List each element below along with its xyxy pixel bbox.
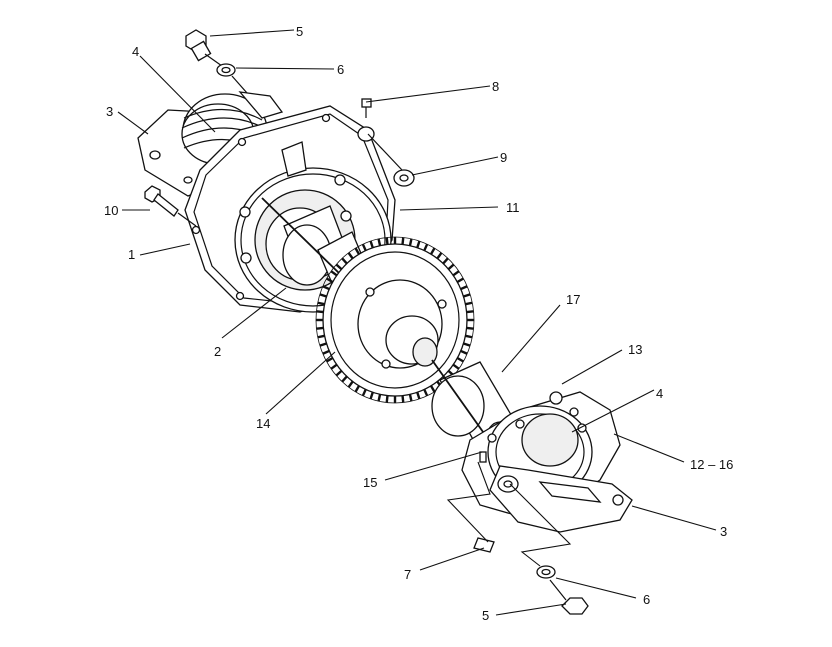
gear-tooth — [341, 257, 348, 265]
gear-tooth — [401, 395, 405, 403]
gear-tooth — [416, 391, 421, 400]
gear-tooth — [460, 349, 468, 355]
callout-17: 17 — [566, 292, 580, 307]
callout-6-top: 6 — [337, 62, 344, 77]
gear-tooth — [423, 243, 429, 252]
gear-tooth — [466, 310, 474, 314]
gear-tooth — [466, 326, 474, 330]
gear-tooth — [335, 263, 343, 271]
gear-tooth — [341, 375, 348, 383]
gear-tooth — [322, 349, 330, 355]
callout-1: 1 — [128, 247, 135, 262]
callout-9: 9 — [500, 150, 507, 165]
stud-7 — [446, 461, 495, 553]
callout-4-right: 4 — [656, 386, 663, 401]
gear-tooth — [465, 301, 473, 306]
callout-3-right: 3 — [720, 524, 727, 539]
gear-tooth — [377, 394, 382, 402]
gear-tooth — [330, 363, 338, 370]
pin-8 — [361, 98, 372, 118]
stud-15 — [479, 451, 487, 463]
gear-tooth — [317, 334, 325, 339]
gear-tooth — [361, 243, 367, 252]
callout-11: 11 — [506, 200, 520, 215]
leader-lines — [117, 29, 717, 616]
gear-tooth — [322, 285, 330, 291]
gear-tooth — [316, 326, 324, 330]
bolt-10 — [144, 185, 197, 227]
gear-tooth — [330, 270, 338, 277]
gear-tooth — [354, 385, 361, 393]
gear-tooth — [408, 394, 413, 402]
gear-tooth — [416, 240, 421, 249]
gear-tooth — [401, 237, 405, 245]
bolt-5-bottom — [549, 579, 589, 615]
gear-tooth — [460, 285, 468, 291]
gear-tooth — [447, 263, 455, 271]
callout-2: 2 — [214, 344, 221, 359]
gear-tooth — [335, 369, 343, 377]
gear-14 — [315, 236, 475, 404]
gear-tooth — [385, 237, 389, 245]
gear-tooth — [463, 342, 471, 347]
gear-tooth — [408, 238, 413, 246]
gear-tooth — [369, 391, 374, 400]
gear-tooth — [429, 385, 436, 393]
callout-5-top: 5 — [296, 24, 303, 39]
flange-plate-3-bottom — [489, 465, 633, 533]
gear-tooth — [325, 277, 334, 284]
gear-tooth — [319, 293, 327, 298]
callout-3-top: 3 — [106, 104, 113, 119]
callout-10: 10 — [104, 203, 118, 218]
callout-7: 7 — [404, 567, 411, 582]
gear-tooth — [436, 252, 443, 260]
gear-tooth — [423, 388, 429, 397]
washer-6-bottom — [509, 483, 572, 579]
gear-tooth — [369, 240, 374, 249]
gear-tooth — [316, 310, 324, 314]
callout-4-top: 4 — [132, 44, 139, 59]
gear-outline — [315, 236, 475, 404]
gear-tooth — [452, 270, 460, 277]
callout-15: 15 — [363, 475, 377, 490]
gear-tooth — [325, 356, 334, 363]
gear-tooth — [361, 388, 367, 397]
gear-tooth — [319, 342, 327, 347]
callout-12-16: 12 – 16 — [690, 457, 733, 472]
gear-tooth — [377, 238, 382, 246]
bolt-5-top — [185, 29, 223, 67]
gear-tooth — [429, 247, 436, 255]
gear-tooth — [463, 293, 471, 298]
gear-tooth — [442, 257, 449, 265]
callout-14: 14 — [256, 416, 270, 431]
callout-5-bottom: 5 — [482, 608, 489, 623]
gear-tooth — [347, 252, 354, 260]
gear-tooth — [317, 301, 325, 306]
gear-tooth — [354, 247, 361, 255]
gear-tooth — [347, 380, 354, 388]
gear-tooth — [456, 356, 465, 363]
gear-tooth — [385, 395, 389, 403]
gear-tooth — [465, 334, 473, 339]
callout-6-bottom: 6 — [643, 592, 650, 607]
callout-13: 13 — [628, 342, 642, 357]
bolt-and-washer-9 — [357, 126, 415, 187]
gear-tooth — [452, 363, 460, 370]
gear-tooth — [456, 277, 465, 284]
callout-8: 8 — [492, 79, 499, 94]
